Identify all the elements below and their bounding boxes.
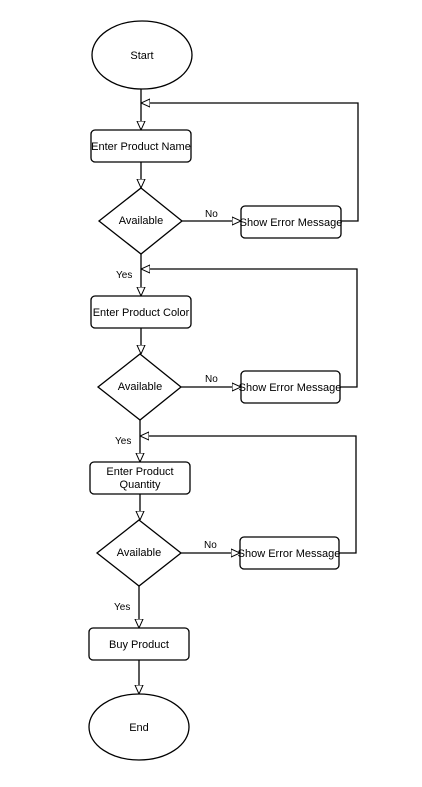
enter-product-quantity-node: Enter Product Quantity [89,461,191,495]
enter-product-quantity-label-line1: Enter Product [106,466,173,478]
end-label: End [129,722,149,734]
edge-error-3-loop [140,436,357,554]
edge-label-yes-2: Yes [115,436,131,447]
start-node: Start [91,20,193,90]
buy-product-label: Buy Product [109,639,169,651]
decision-2-node: Available [96,353,183,421]
error-3-label: Show Error Message [238,548,341,560]
error-2-label: Show Error Message [239,382,342,394]
error-1-node: Show Error Message [240,205,343,239]
end-node: End [88,693,190,761]
start-label: Start [130,50,153,62]
error-1-label: Show Error Message [240,217,343,229]
enter-product-name-node: Enter Product Name [90,129,192,163]
enter-product-color-node: Enter Product Color [90,295,192,329]
enter-product-quantity-label-line2: Quantity [120,479,161,491]
decision-3-node: Available [95,519,183,587]
enter-product-name-label: Enter Product Name [91,141,191,153]
decision-3-label: Available [117,547,161,559]
edge-label-no-3: No [204,540,217,551]
edge-label-yes-3: Yes [114,602,130,613]
edge-error-2-loop [141,269,358,388]
buy-product-node: Buy Product [88,627,190,661]
error-3-node: Show Error Message [238,536,341,570]
edge-error-1-loop [141,103,359,222]
edge-label-no-2: No [205,374,218,385]
decision-2-label: Available [118,381,162,393]
error-2-node: Show Error Message [239,370,342,404]
edge-label-yes-1: Yes [116,270,132,281]
enter-product-color-label: Enter Product Color [93,307,190,319]
decision-1-node: Available [97,187,184,255]
decision-1-label: Available [119,215,163,227]
edge-label-no-1: No [205,209,218,220]
